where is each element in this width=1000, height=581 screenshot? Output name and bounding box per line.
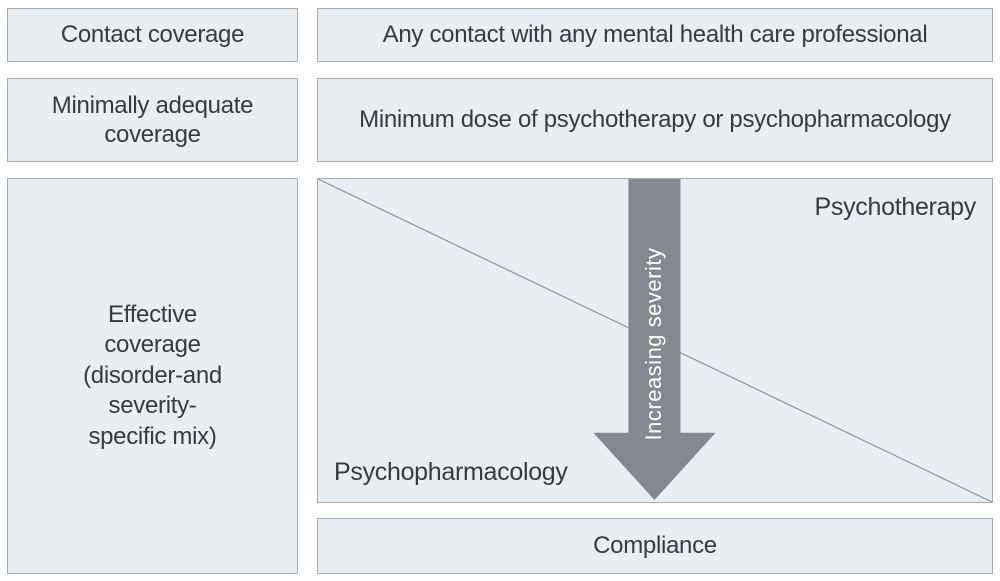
minimally-adequate-label: Minimally adequate coverage [51, 91, 254, 148]
any-contact-label: Any contact with any mental health care … [382, 21, 928, 49]
psychopharmacology-label: Psychopharmacology [334, 458, 568, 486]
compliance-box: Compliance [317, 518, 993, 574]
effective-coverage-box: Effective coverage (disorder-and severit… [7, 178, 298, 574]
psychotherapy-label: Psychotherapy [814, 193, 977, 221]
compliance-label: Compliance [593, 532, 717, 560]
severity-matrix-graphic [318, 179, 992, 502]
effective-coverage-label: Effective coverage (disorder-and severit… [83, 300, 222, 450]
contact-coverage-label: Contact coverage [60, 21, 245, 49]
contact-coverage-box: Contact coverage [7, 8, 298, 62]
increasing-severity-label: Increasing severity [641, 247, 666, 441]
minimally-adequate-box: Minimally adequate coverage [7, 78, 298, 162]
severity-matrix-box: Increasing severity Psychotherapy Psycho… [317, 178, 993, 503]
minimum-dose-box: Minimum dose of psychotherapy or psychop… [317, 78, 993, 162]
increasing-severity-arrow-icon [593, 179, 716, 500]
any-contact-box: Any contact with any mental health care … [317, 8, 993, 62]
minimum-dose-label: Minimum dose of psychotherapy or psychop… [359, 106, 951, 134]
